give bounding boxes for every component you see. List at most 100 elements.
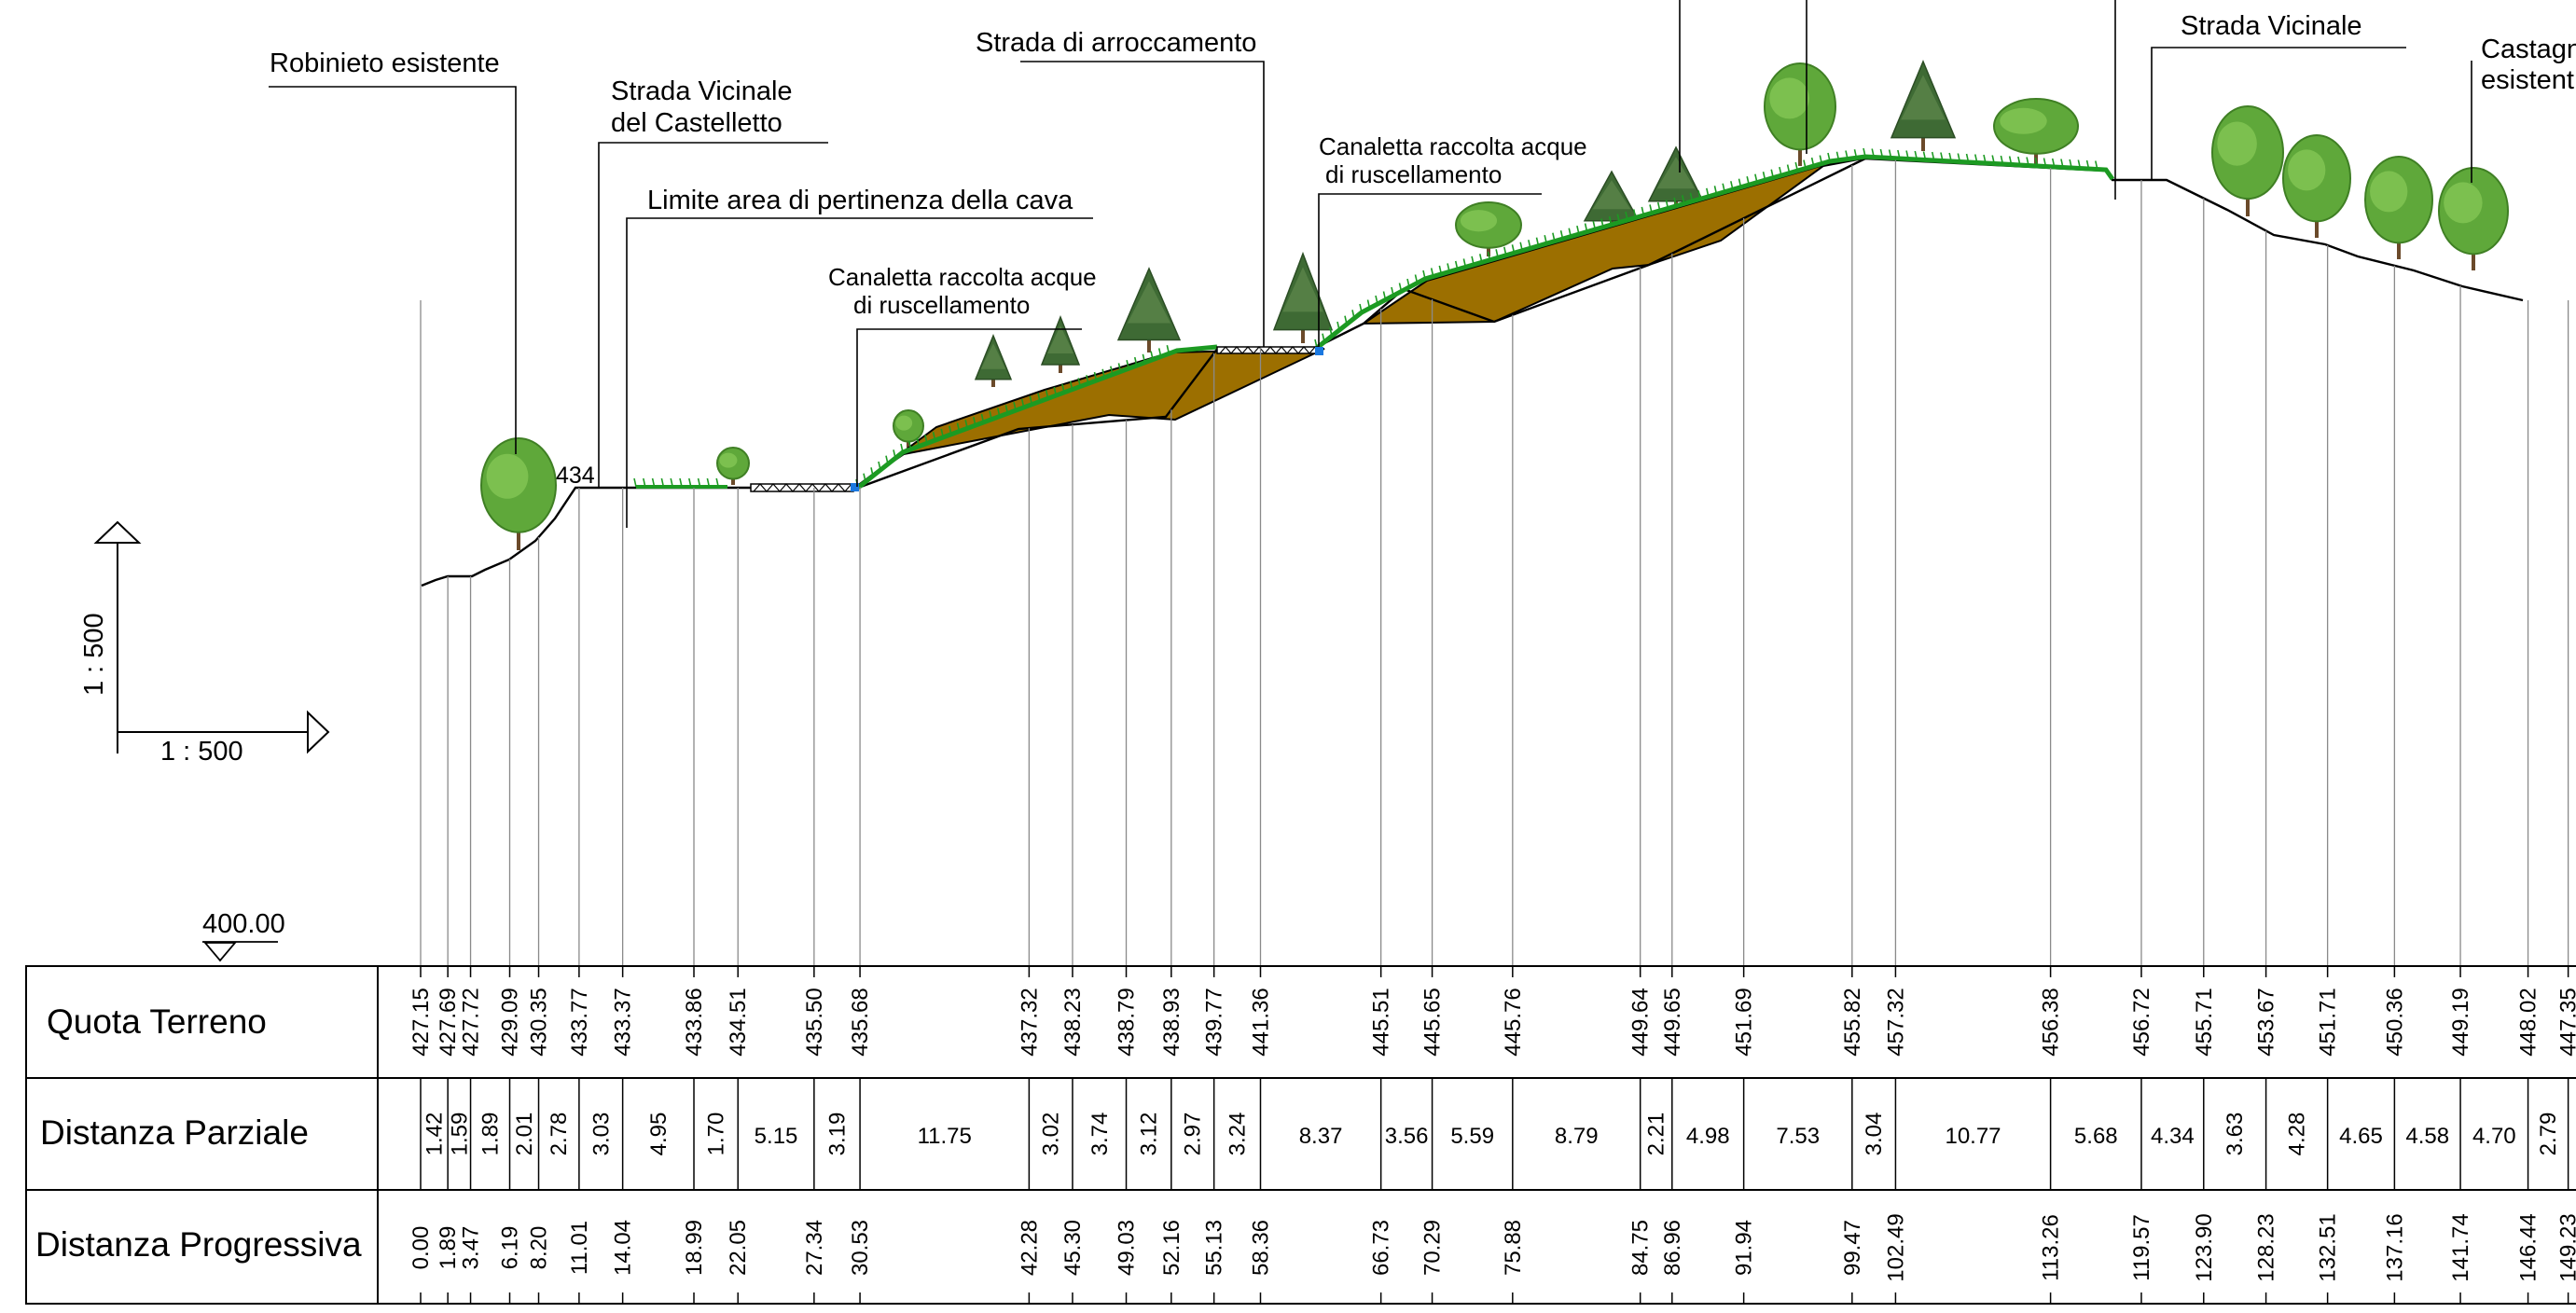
parziale-value: 4.70 (2472, 1124, 2516, 1149)
progressiva-value: 149.23 (2556, 1213, 2576, 1281)
quota-value: 434.51 (726, 988, 751, 1056)
parziale-value: 3.24 (1226, 1113, 1251, 1156)
parziale-value: 2.21 (1644, 1113, 1669, 1156)
progressiva-value: 66.73 (1369, 1220, 1394, 1276)
quota-value: 427.69 (436, 988, 461, 1056)
shrub-2 (893, 409, 924, 448)
conifer-2 (1272, 251, 1334, 343)
quota-value: 441.36 (1248, 988, 1273, 1056)
label-castagneto-2: esistent (2481, 65, 2574, 95)
quota-value: 429.09 (498, 988, 523, 1056)
conifer-5 (1890, 60, 1957, 151)
quota-value: 435.68 (848, 988, 873, 1056)
annotation-leaders (269, 0, 2472, 528)
scale-arrow-right-icon (307, 710, 330, 754)
leader-canaletta-2 (1318, 193, 1542, 347)
progressiva-value: 8.20 (527, 1226, 552, 1270)
parziale-value: 1.42 (422, 1113, 448, 1156)
progressiva-value: 27.34 (802, 1220, 827, 1276)
quota-value: 438.79 (1115, 988, 1140, 1056)
quota-value: 449.65 (1660, 988, 1685, 1056)
progressiva-value: 128.23 (2254, 1213, 2279, 1281)
tree-castagno-4 (2438, 167, 2509, 270)
label-strada-vicinale: Strada Vicinale (2181, 11, 2362, 41)
parziale-value: 4.95 (646, 1113, 672, 1156)
parziale-value: 11.75 (918, 1124, 972, 1149)
grass (633, 147, 2115, 490)
parziale-value: 1.59 (447, 1113, 472, 1156)
vegetation (480, 60, 2509, 550)
leader-limite (626, 217, 1093, 528)
tree-robinia (480, 437, 557, 550)
progressiva-value: 123.90 (2192, 1213, 2217, 1281)
parziale-value: 3.02 (1039, 1113, 1064, 1156)
parziale-value: 3.74 (1087, 1113, 1113, 1156)
progressiva-value: 30.53 (848, 1220, 873, 1276)
quota-value: 439.77 (1202, 988, 1227, 1056)
row-label-progressiva: Distanza Progressiva (35, 1225, 362, 1264)
progressiva-value: 102.49 (1883, 1213, 1908, 1281)
quota-value: 448.02 (2516, 988, 2541, 1056)
row-label-parziale: Distanza Parziale (40, 1113, 309, 1152)
quota-value: 433.86 (682, 988, 707, 1056)
quota-value: 445.51 (1369, 988, 1394, 1056)
quota-value: 437.32 (1017, 988, 1042, 1056)
progressiva-value: 146.44 (2516, 1213, 2541, 1281)
terrain-line (421, 157, 2524, 587)
quota-value: 435.50 (802, 988, 827, 1056)
quota-value: 451.71 (2316, 988, 2341, 1056)
label-canaletta-1a: Canaletta raccolta acque (828, 263, 1097, 291)
quota-value: 450.36 (2382, 988, 2407, 1056)
progressiva-value: 3.47 (459, 1226, 484, 1270)
parziale-value: 4.34 (2151, 1124, 2195, 1149)
parziale-value: 4.65 (2339, 1124, 2383, 1149)
scale-arrow-up-icon (93, 520, 142, 544)
parziale-value: 3.04 (1862, 1113, 1887, 1156)
quota-value: 427.15 (409, 988, 434, 1056)
parziale-value: 3.12 (1137, 1113, 1162, 1156)
parziale-value: 1.89 (478, 1113, 504, 1156)
progressiva-value: 0.00 (409, 1226, 434, 1270)
label-strada-castelletto-2: del Castelletto (611, 108, 782, 138)
scale-indicator: 1 : 500 1 : 500 (79, 520, 330, 767)
progressiva-value: 52.16 (1159, 1220, 1184, 1276)
progressiva-value: 91.94 (1732, 1220, 1757, 1276)
datum-label: 400.00 (202, 909, 285, 939)
parziale-value: 2.78 (547, 1113, 572, 1156)
parziale-value: 4.28 (2285, 1113, 2310, 1156)
grass-tufts (633, 147, 2098, 489)
progressiva-value: 1.89 (436, 1226, 461, 1270)
quota-value: 445.76 (1501, 988, 1526, 1056)
quota-value: 433.37 (611, 988, 636, 1056)
quota-value: 438.93 (1159, 988, 1184, 1056)
tree-broadleaf-2 (1993, 97, 2079, 164)
progressiva-value: 99.47 (1840, 1220, 1865, 1276)
parziale-value: 2.01 (512, 1113, 537, 1156)
progressiva-value: 11.01 (567, 1221, 592, 1275)
quota-value: 457.32 (1883, 988, 1908, 1056)
quota-value: 447.35 (2556, 988, 2576, 1056)
quota-value: 449.64 (1628, 988, 1654, 1056)
label-arroccamento: Strada di arroccamento (976, 28, 1256, 58)
quota-value: 445.65 (1420, 988, 1446, 1056)
datum-marker: 400.00 (202, 909, 285, 962)
quota-value: 453.67 (2254, 988, 2279, 1056)
label-castagneto-1: Castagn (2481, 35, 2576, 64)
label-limite: Limite area di pertinenza della cava (647, 186, 1073, 215)
parziale-value: 2.79 (2536, 1113, 2561, 1156)
drain-canal-2 (1315, 347, 1323, 355)
conifer-4 (1647, 145, 1705, 211)
reed-2 (1040, 314, 1081, 373)
progressiva-value: 70.29 (1420, 1220, 1446, 1276)
progressiva-value: 58.36 (1248, 1220, 1273, 1276)
label-strada-castelletto-1: Strada Vicinale (611, 76, 793, 106)
quota-value: 427.72 (459, 988, 484, 1056)
leader-arroccamento (1020, 61, 1265, 347)
tree-castagno-3 (2364, 156, 2433, 259)
parziale-value: 5.59 (1450, 1124, 1494, 1149)
quota-value: 455.71 (2192, 988, 2217, 1056)
drain-canal-1 (851, 483, 859, 491)
bush-flowering (1455, 201, 1522, 256)
progressiva-value: 113.26 (2039, 1214, 2064, 1281)
